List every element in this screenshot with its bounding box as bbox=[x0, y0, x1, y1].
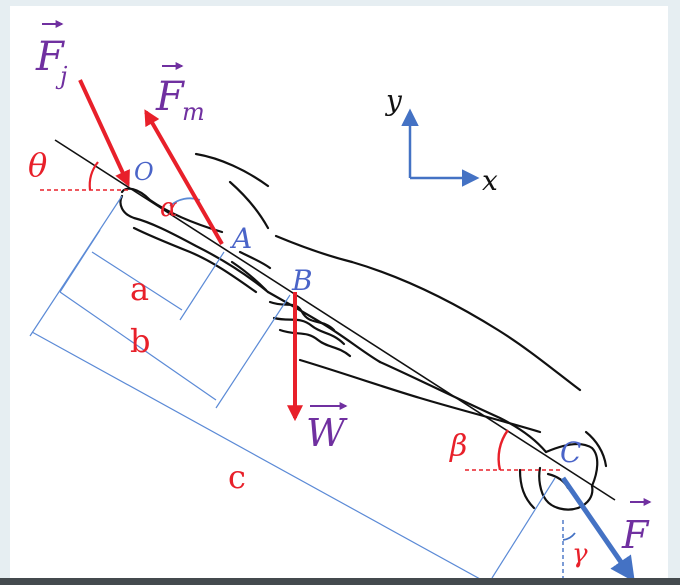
theta-arc bbox=[88, 161, 99, 191]
forearm-sketch bbox=[119, 152, 608, 511]
gamma-arc bbox=[562, 532, 576, 541]
bottom-edge-bar bbox=[0, 578, 680, 585]
dimension-c-label: c bbox=[228, 458, 246, 496]
diagram-frame bbox=[10, 6, 668, 578]
weight-label: W bbox=[306, 411, 348, 455]
theta-label: θ bbox=[28, 146, 47, 184]
dimension-b-label: b bbox=[130, 322, 150, 360]
beta-arc bbox=[497, 429, 509, 471]
dimension-a-label: a bbox=[130, 270, 149, 308]
point-o-label: O bbox=[134, 158, 154, 186]
point-c-label: C bbox=[560, 436, 581, 469]
muscle-force-label: F bbox=[155, 74, 185, 120]
point-a-label: A bbox=[229, 222, 252, 255]
point-b-label: B bbox=[291, 264, 313, 297]
joint-force-label: F bbox=[35, 34, 65, 80]
joint-force-arrow bbox=[78, 79, 130, 187]
alpha-label: α bbox=[160, 193, 178, 223]
gamma-label: γ bbox=[572, 539, 588, 569]
beta-label: β bbox=[449, 429, 467, 464]
muscle-force-arrow bbox=[144, 109, 224, 245]
dimension-lines bbox=[29, 195, 556, 578]
forearm-axis-line bbox=[54, 139, 616, 501]
hand-force-arrow bbox=[560, 476, 635, 578]
vector-hats bbox=[42, 20, 652, 506]
axis-x-label: x bbox=[482, 164, 498, 197]
muscle-force-subscript: m bbox=[182, 98, 205, 126]
hand-force-label: F bbox=[621, 513, 650, 557]
axis-y-label: y bbox=[384, 84, 403, 117]
